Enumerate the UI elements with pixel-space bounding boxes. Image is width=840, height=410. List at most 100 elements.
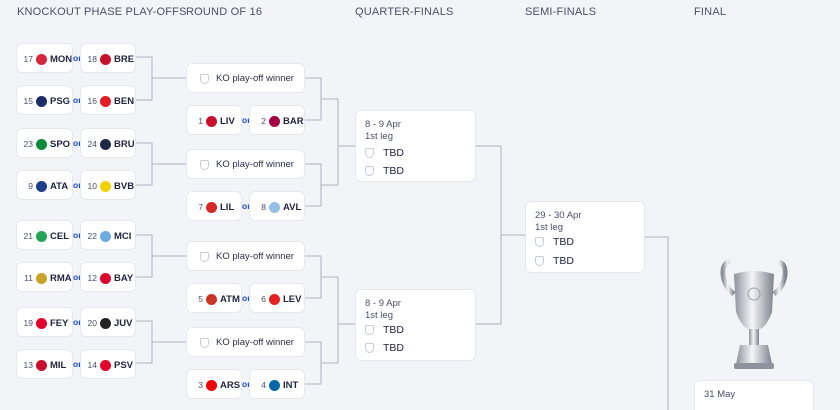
quarter-final-card-2[interactable]: 8 - 9 Apr 1st leg TBD TBD — [355, 289, 476, 361]
team-code: CEL — [50, 230, 69, 242]
ko-playoff-winner-card[interactable]: KO play-off winner — [186, 63, 305, 93]
or-label: or — [242, 201, 251, 211]
club-crest-icon — [36, 230, 47, 242]
sf-team-2: TBD — [535, 255, 574, 267]
ko-playoff-winner-card[interactable]: KO play-off winner — [186, 241, 305, 271]
sf-team-1: TBD — [535, 236, 574, 248]
club-crest-icon — [206, 379, 217, 391]
team-seed: 13 — [23, 360, 33, 370]
ko-playoff-winner-card[interactable]: KO play-off winner — [186, 149, 305, 179]
team-seed: 12 — [87, 273, 97, 283]
final-card[interactable]: 31 May — [694, 380, 814, 410]
quarter-final-card-1[interactable]: 8 - 9 Apr 1st leg TBD TBD — [355, 110, 476, 182]
team-seed: 3 — [198, 380, 203, 390]
team-seed: 16 — [87, 96, 97, 106]
team-card-spo[interactable]: 23 SPO — [16, 128, 73, 158]
sf-leg: 1st leg — [535, 222, 563, 233]
ko-winner-label: KO play-off winner — [216, 159, 294, 170]
team-seed: 17 — [23, 54, 33, 64]
team-seed: 18 — [87, 54, 97, 64]
team-card-psv[interactable]: 14 PSV — [80, 349, 136, 379]
tbd-label: TBD — [553, 255, 574, 267]
club-crest-icon — [36, 95, 47, 107]
club-crest-icon — [36, 359, 47, 371]
team-code: LEV — [283, 293, 302, 305]
team-code: BAY — [114, 272, 134, 284]
tbd-label: TBD — [553, 236, 574, 248]
ko-winner-label: KO play-off winner — [216, 337, 294, 348]
or-label: or — [242, 379, 251, 389]
final-date: 31 May — [704, 389, 736, 400]
team-code: INT — [283, 379, 299, 391]
header-quarter-finals: QUARTER-FINALS — [355, 6, 454, 18]
club-crest-icon — [36, 317, 47, 329]
or-label: or — [73, 317, 82, 327]
shield-icon — [200, 337, 209, 348]
or-label: or — [73, 53, 82, 63]
team-code: LIV — [220, 115, 235, 127]
shield-icon — [365, 343, 374, 353]
club-crest-icon — [206, 115, 217, 127]
team-code: PSV — [114, 359, 134, 371]
team-card-mil[interactable]: 13 MIL — [16, 349, 73, 379]
team-card-bay[interactable]: 12 BAY — [80, 262, 136, 292]
club-crest-icon — [36, 53, 47, 65]
tbd-label: TBD — [383, 324, 404, 336]
team-seed: 22 — [87, 231, 97, 241]
team-seed: 7 — [198, 202, 203, 212]
team-code: MIL — [50, 359, 67, 371]
team-code: MCI — [114, 230, 132, 242]
club-crest-icon — [36, 180, 47, 192]
or-label: or — [73, 138, 82, 148]
club-crest-icon — [100, 180, 111, 192]
team-seed: 19 — [23, 318, 33, 328]
tbd-label: TBD — [383, 165, 404, 177]
team-seed: 23 — [23, 139, 33, 149]
team-code: SPO — [50, 138, 71, 150]
shield-icon — [535, 237, 544, 247]
sf-date: 29 - 30 Apr — [535, 210, 582, 221]
team-code: JUV — [114, 317, 133, 329]
team-code: RMA — [50, 272, 72, 284]
semi-final-card[interactable]: 29 - 30 Apr 1st leg TBD TBD — [525, 201, 645, 273]
qf-team-2: TBD — [365, 165, 404, 177]
ko-winner-label: KO play-off winner — [216, 251, 294, 262]
team-code: LIL — [220, 201, 235, 213]
or-label: or — [73, 359, 82, 369]
club-crest-icon — [36, 138, 47, 150]
club-crest-icon — [206, 293, 217, 305]
team-seed: 5 — [198, 294, 203, 304]
or-label: or — [73, 272, 82, 282]
ko-playoff-winner-card[interactable]: KO play-off winner — [186, 327, 305, 357]
ko-winner-label: KO play-off winner — [216, 73, 294, 84]
team-card-lil[interactable]: 7 LIL — [186, 191, 242, 221]
shield-icon — [200, 73, 209, 84]
club-crest-icon — [269, 201, 280, 213]
club-crest-icon — [100, 230, 111, 242]
qf-leg: 1st leg — [365, 310, 393, 321]
shield-icon — [535, 256, 544, 266]
team-seed: 14 — [87, 360, 97, 370]
team-card-fey[interactable]: 19 FEY — [16, 307, 73, 337]
team-card-mci[interactable]: 22 MCI — [80, 220, 136, 250]
club-crest-icon — [100, 138, 111, 150]
or-label: or — [73, 180, 82, 190]
team-code: FEY — [50, 317, 69, 329]
